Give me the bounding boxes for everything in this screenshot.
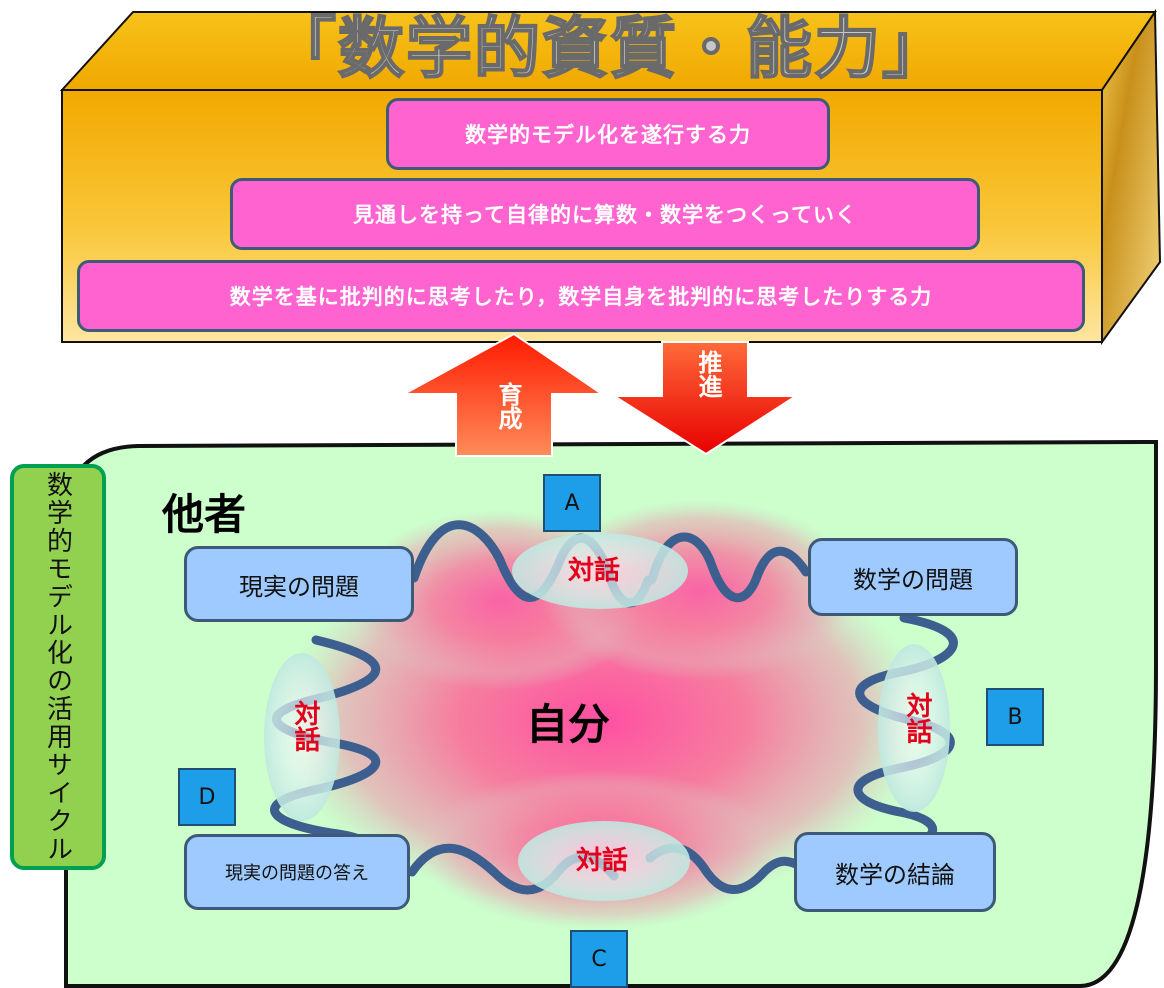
dialogue-label-bottom: 対話 — [576, 846, 629, 876]
stage-math-problem: 数学の問題 — [808, 538, 1018, 616]
dialogue-oval-bottom — [518, 821, 690, 901]
down-arrow — [610, 341, 800, 456]
stage-math-conclusion: 数学の結論 — [794, 832, 996, 912]
others-label: 他者 — [162, 490, 247, 539]
dialogue-oval-right — [878, 644, 950, 812]
down-arrow-label: 推進 — [694, 350, 722, 398]
stage-real-problem: 現実の問題 — [184, 546, 414, 622]
up-arrow-label: 育成 — [494, 382, 522, 430]
up-arrow — [403, 332, 606, 457]
stage-real-answer: 現実の問題の答え — [184, 834, 410, 910]
cycle-side-label-text: 数学的モデル化の活用サイクル — [42, 471, 73, 863]
dialogue-label-left: 対話 — [290, 700, 320, 752]
marker-d: D — [178, 768, 236, 826]
marker-c: C — [570, 930, 628, 988]
dialogue-oval-top — [512, 533, 688, 609]
dialogue-label-top: 対話 — [568, 556, 621, 586]
dialogue-label-right: 対話 — [902, 692, 932, 744]
competency-item-3: 数学を基に批判的に思考したり，数学自身を批判的に思考したりする力 — [77, 260, 1085, 332]
competency-item-1: 数学的モデル化を遂行する力 — [386, 98, 830, 170]
cycle-side-label: 数学的モデル化の活用サイクル — [10, 464, 106, 870]
competency-item-2: 見通しを持って自律的に算数・数学をつくっていく — [230, 178, 980, 250]
spring-top-right — [647, 532, 811, 603]
dialogue-oval-left — [264, 653, 340, 821]
self-label: 自分 — [526, 700, 611, 749]
marker-a: A — [543, 474, 601, 532]
competency-title: 「数学的資質・能力」 — [269, 10, 950, 87]
marker-b: B — [986, 688, 1044, 746]
